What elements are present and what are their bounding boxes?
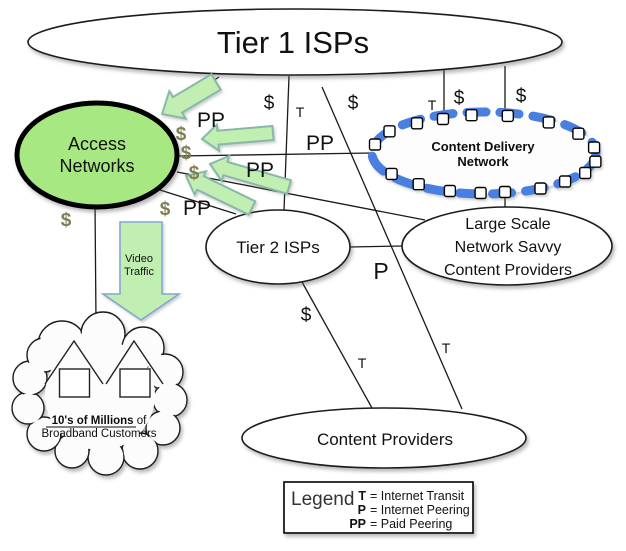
access-networks-node	[14, 100, 180, 210]
line-tier1-contentproviders-transit	[321, 86, 463, 410]
label-t-tier1-tier2: T	[296, 104, 305, 120]
label-pp-access-largescale: PP	[246, 159, 274, 182]
content-providers-node	[241, 407, 527, 469]
label-p-tier2-largescale: P	[373, 258, 388, 284]
peering-arrow-tier2-to-access	[184, 169, 257, 217]
legend-key-peering: P	[358, 503, 366, 517]
label-dollar-access-1: $	[176, 124, 187, 145]
line-tier2-contentproviders-transit	[301, 281, 373, 409]
large-scale-content-providers-node	[401, 206, 613, 286]
cdn-label-line2: Network	[457, 154, 509, 169]
legend-desc-peering: = Internet Peering	[370, 503, 470, 517]
line-access-customers	[94, 202, 97, 323]
label-dollar-access-2: $	[181, 143, 192, 164]
tier1-isps-label: Tier 1 ISPs	[217, 25, 369, 60]
label-dollar-tier2-contentproviders: $	[301, 305, 312, 326]
relationship-lines	[94, 66, 506, 410]
legend-title: Legend	[291, 489, 354, 510]
large-scale-label-line3: Content Providers	[444, 262, 572, 279]
house-icons	[44, 339, 164, 398]
label-dollar-tier1-cdn-2: $	[516, 86, 527, 107]
label-dollar-tier1-tier2: $	[264, 93, 275, 114]
legend: Legend T = Internet Transit P = Internet…	[283, 481, 474, 534]
label-t-tier1-contentproviders: T	[442, 340, 451, 356]
customers-count-bold: 10's of Millions	[52, 415, 134, 427]
label-t-tier2-contentproviders: T	[358, 355, 367, 371]
label-pp-tier1-access: PP	[197, 109, 225, 132]
label-dollar-access-3: $	[189, 163, 200, 184]
peering-arrow-cdn-to-access	[200, 122, 275, 153]
line-tier2-largescale-peering	[348, 245, 403, 248]
house-body-left	[58, 368, 91, 398]
label-dollar-tier1-cdn-1: $	[454, 88, 465, 109]
tier2-isps-label: Tier 2 ISPs	[236, 238, 319, 257]
cdn-label-line1: Content Delivery	[431, 139, 535, 154]
broadband-customers-cloud: 10's of Millions of Broadband Customers	[11, 311, 188, 476]
video-traffic-label-line2: Traffic	[124, 266, 154, 278]
label-t-tier1-cdn: T	[428, 97, 437, 113]
house-roof-right	[105, 339, 164, 385]
large-scale-label-line2: Network Savvy	[455, 239, 562, 256]
line-access-tier2-pp	[159, 189, 237, 215]
label-dollar-access-tier2: $	[160, 199, 171, 220]
edge-labels: PP PP PP PP P T T T T $ $ $ $ $ $ $ $ $ …	[61, 86, 527, 371]
cloud-outline	[11, 311, 188, 476]
label-pp-access-tier2: PP	[183, 197, 211, 220]
large-scale-label-line1: Large Scale	[465, 216, 550, 233]
content-providers-label: Content Providers	[317, 430, 453, 449]
peering-arrow-tier1-to-access	[160, 72, 222, 121]
line-access-largescale-pp	[176, 171, 426, 221]
access-label-line2: Networks	[59, 156, 134, 176]
video-traffic-arrow: Video Traffic	[100, 221, 182, 321]
legend-desc-transit: = Internet Transit	[370, 489, 465, 503]
peering-arrow-largescale-to-access	[208, 154, 293, 195]
customers-label-line1: 10's of Millions of	[52, 415, 148, 427]
line-access-cdn-pp	[176, 152, 373, 157]
legend-key-transit: T	[358, 489, 366, 503]
legend-desc-paid-peering: = Paid Peering	[370, 517, 452, 531]
house-body-right	[119, 368, 151, 398]
legend-key-paid-peering: PP	[349, 517, 366, 531]
tier2-isps-node	[205, 209, 351, 285]
cdn-server-squares	[368, 108, 602, 200]
video-traffic-arrow-shape	[100, 221, 182, 321]
label-dollar-tier1-contentproviders: $	[348, 93, 359, 114]
house-roof-left	[44, 339, 104, 385]
label-dollar-customers-access: $	[61, 210, 72, 231]
tier1-isps-node	[27, 8, 563, 76]
video-traffic-label-line1: Video	[125, 253, 153, 265]
customers-count-rest: of	[134, 415, 148, 427]
customers-label-line2: Broadband Customers	[41, 428, 156, 440]
label-pp-access-cdn: PP	[306, 132, 334, 155]
cdn-node: Content Delivery Network	[367, 107, 602, 200]
traffic-arrows	[160, 72, 293, 217]
legend-box	[283, 481, 474, 534]
access-label-line1: Access	[68, 134, 126, 154]
